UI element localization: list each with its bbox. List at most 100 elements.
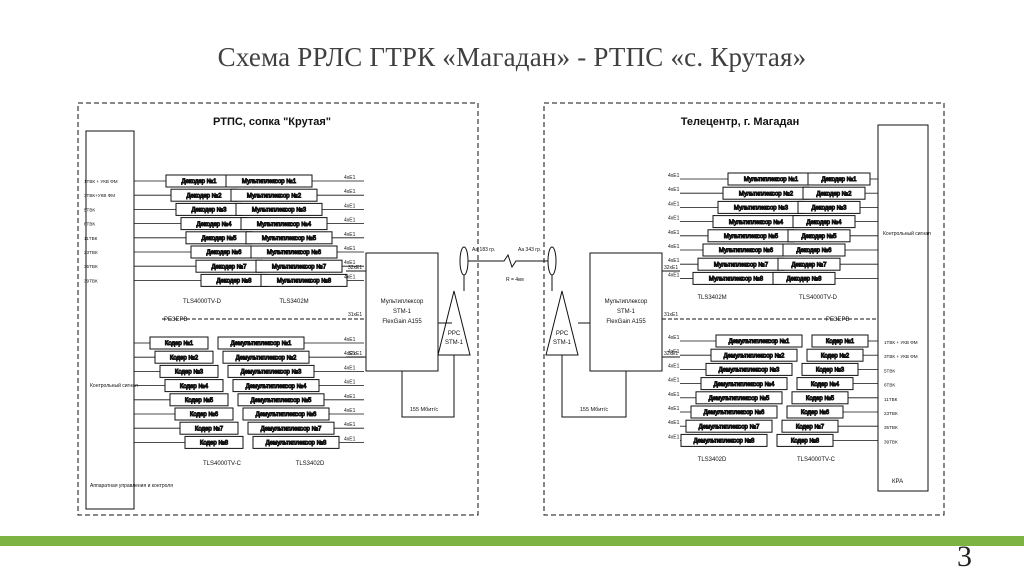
left-demux-model: TLS3402D: [296, 461, 325, 467]
right-channel-8: 39ТВК: [884, 439, 898, 444]
left-mux-2-label: Мультиплексор №2: [247, 192, 302, 199]
right-bottom-e1-5: 4хЕ1: [668, 392, 680, 398]
right-decoder-7-label: Декодер №7: [792, 261, 828, 268]
right-channel-7: 35ТВК: [884, 425, 898, 430]
left-mux-6-label: Мультиплексор №6: [267, 249, 322, 256]
left-channel-7: 35ТВК: [84, 264, 98, 269]
right-channel-4: 6ТВК: [884, 383, 895, 388]
right-antenna-dish: [547, 246, 557, 276]
right-stm-line-2: STM-1: [617, 309, 636, 315]
right-decoder-2-label: Декодер №2: [817, 190, 853, 197]
left-mux-5-label: Мультиплексор №5: [262, 235, 317, 242]
left-control-signal-label: Контрольный сигнал: [90, 382, 138, 389]
right-panel-title: Телецентр, г. Магадан: [681, 116, 799, 128]
left-coder-2-label: Кодер №2: [170, 354, 199, 361]
left-antenna-dish: [459, 246, 469, 276]
left-bottom-e1-7: 4хЕ1: [344, 422, 356, 428]
right-channel-6: 23ТВК: [884, 411, 898, 416]
right-channel-2: 3ТВК + УКВ ФМ: [884, 354, 918, 359]
left-rezerv-label: РЕЗЕРВ: [164, 317, 188, 323]
right-mux-3-label: Мультиплексор №3: [734, 205, 789, 212]
right-e1-32-top: 32хЕ1: [664, 265, 678, 271]
right-demux-8-label: Демультиплексор №8: [694, 438, 755, 445]
link-distance-label: R = 4км: [506, 277, 524, 283]
left-channel-6: 23ТВК: [84, 250, 98, 255]
left-demux-4-label: Демультиплексор №4: [246, 383, 307, 390]
left-coder-1-label: Кодер №1: [165, 340, 194, 347]
left-demux-2-label: Демультиплексор №2: [236, 354, 297, 361]
right-stm-line-3: FlexGain A155: [606, 319, 646, 325]
right-panel-frame: [543, 102, 945, 516]
left-apparat-label: Аппаратная управления и контроля: [90, 483, 173, 489]
left-channel-2: 3ТВК+УКВ ФМ: [84, 193, 115, 198]
left-top-e1-3: 4хЕ1: [344, 203, 356, 209]
right-top-e1-2: 4хЕ1: [668, 187, 680, 193]
left-bottom-e1-4: 4хЕ1: [344, 380, 356, 386]
left-top-e1-4: 4хЕ1: [344, 218, 356, 224]
right-top-e1-5: 4хЕ1: [668, 230, 680, 236]
left-channel-1: 1ТВК + УКВ ФМ: [84, 179, 118, 184]
right-coder-6-label: Кодер №6: [801, 409, 830, 416]
right-coder-7-label: Кодер №7: [796, 423, 825, 430]
left-channel-8: 39ТВК: [84, 278, 98, 283]
right-mux-5-label: Мультиплексор №5: [724, 233, 779, 240]
left-mux-4-label: Мультиплексор №4: [257, 221, 312, 228]
left-e1-32-bottom: 32хЕ1: [348, 351, 362, 357]
right-coder-model: TLS4000TV-C: [797, 457, 836, 463]
right-demux-2-label: Демультиплексор №2: [724, 352, 785, 359]
right-channel-1: 1ТВК + УКВ ФМ: [884, 340, 918, 345]
right-mux-7-label: Мультиплексор №7: [714, 261, 769, 268]
left-demux-7-label: Демультиплексор №7: [261, 425, 322, 432]
right-antenna-azimuth: Аа 343 гр.: [518, 247, 541, 253]
left-antenna-azimuth: Аа 183 гр.: [472, 247, 495, 253]
left-decoder-6-label: Декодер №6: [207, 249, 243, 256]
left-decoder-7-label: Декодер №7: [212, 263, 248, 270]
left-decoder-8-label: Декодер №8: [217, 278, 253, 285]
left-coder-8-label: Кодер №8: [200, 440, 229, 447]
right-demux-1-label: Демультиплексор №1: [729, 338, 790, 345]
right-mux-4-label: Мультиплексор №4: [729, 219, 784, 226]
left-channel-3: 5ТВК: [84, 207, 95, 212]
right-top-e1-7: 4хЕ1: [668, 258, 680, 264]
right-demux-5-label: Демультиплексор №5: [709, 395, 770, 402]
right-coder-3-label: Кодер №3: [816, 367, 845, 374]
right-top-e1-3: 4хЕ1: [668, 201, 680, 207]
right-speed-label: 155 Мбит/с: [580, 407, 609, 413]
slide-title: Схема РРЛС ГТРК «Магадан» - РТПС «с. Кру…: [217, 42, 807, 72]
left-decoder-5-label: Декодер №5: [202, 235, 238, 242]
right-decoder-6-label: Декодер №6: [797, 247, 833, 254]
left-bottom-e1-8: 4хЕ1: [344, 436, 356, 442]
left-mux-7-label: Мультиплексор №7: [272, 263, 327, 270]
left-bottom-e1-6: 4хЕ1: [344, 408, 356, 414]
right-demux-4-label: Демультиплексор №4: [714, 381, 775, 388]
left-bottom-e1-1: 4хЕ1: [344, 337, 356, 343]
left-demux-3-label: Демультиплексор №3: [241, 369, 302, 376]
left-coder-4-label: Кодер №4: [180, 383, 209, 390]
left-control-bar: [85, 130, 135, 510]
right-bottom-e1-1: 4хЕ1: [668, 335, 680, 341]
right-rezerv-label: РЕЗЕРВ: [826, 317, 850, 323]
left-demux-6-label: Демультиплексор №6: [256, 411, 317, 418]
radio-link-line: [468, 253, 548, 269]
left-bottom-e1-3: 4хЕ1: [344, 365, 356, 371]
right-bottom-e1-6: 4хЕ1: [668, 406, 680, 412]
left-top-e1-8: 4хЕ1: [344, 274, 356, 280]
left-panel-title: РТПС, сопка "Крутая": [213, 116, 331, 128]
right-decoder-model: TLS4000TV-D: [799, 295, 838, 301]
right-coder-8-label: Кодер №8: [791, 438, 820, 445]
right-decoder-4-label: Декодер №4: [807, 219, 843, 226]
right-demux-7-label: Демультиплексор №7: [699, 423, 760, 430]
left-decoder-4-label: Декодер №4: [197, 221, 233, 228]
right-coder-1-label: Кодер №1: [826, 338, 855, 345]
right-coder-4-label: Кодер №4: [811, 381, 840, 388]
left-coder-model: TLS4000TV-C: [203, 461, 242, 467]
right-kra-label: КРА: [892, 479, 903, 485]
left-demux-8-label: Демультиплексор №8: [266, 440, 327, 447]
right-coder-5-label: Кодер №5: [806, 395, 835, 402]
right-top-e1-6: 4хЕ1: [668, 244, 680, 250]
right-ppc-label-1: PPC: [556, 331, 569, 337]
left-decoder-model: TLS4000TV-D: [183, 299, 222, 305]
right-mux-2-label: Мультиплексор №2: [739, 190, 794, 197]
